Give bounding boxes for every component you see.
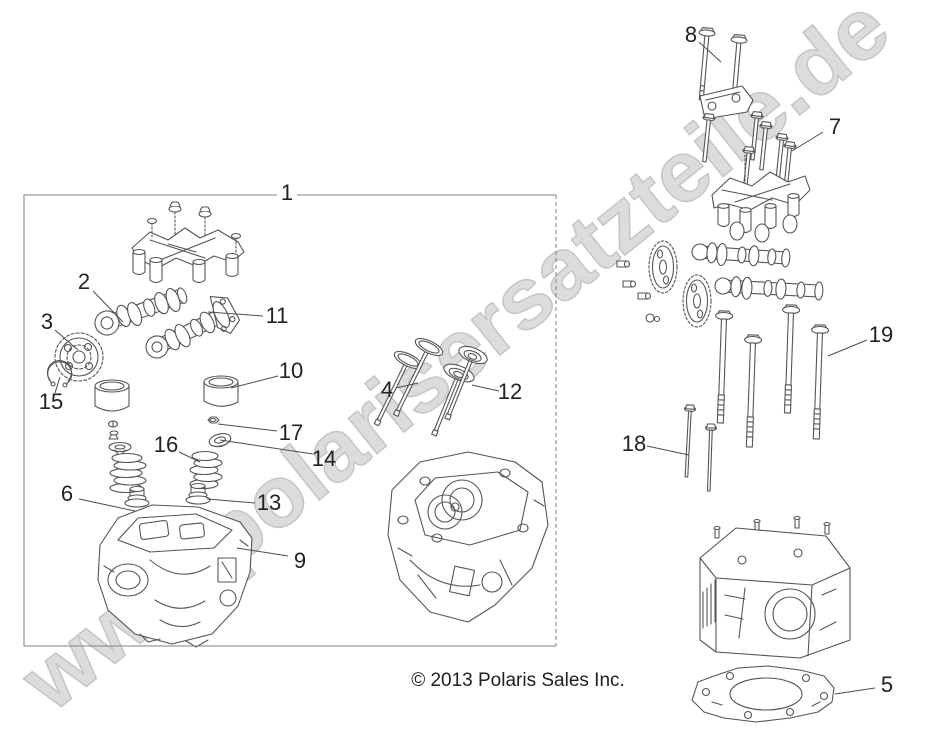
- cylinder-head-bottom-view-drawing: [387, 451, 549, 623]
- bracket-plate-drawing: [699, 85, 754, 120]
- callout-19: 19: [868, 322, 894, 347]
- callout-11: 11: [265, 303, 289, 328]
- callout-9: 9: [293, 548, 307, 573]
- copyright-text: © 2013 Polaris Sales Inc.: [411, 670, 625, 691]
- cam-sprocket-3-drawing: [54, 332, 104, 382]
- valve-spring-left-drawing: [109, 452, 147, 494]
- nut-17-drawing: [207, 416, 220, 424]
- tappet-bucket-10-drawing: [203, 375, 239, 407]
- callout-14: 14: [311, 446, 337, 471]
- callout-12: 12: [497, 379, 523, 404]
- camshaft-11-drawing: [145, 295, 241, 359]
- callout-1: 1: [276, 182, 298, 204]
- callout-2: 2: [77, 269, 91, 294]
- callout-6: 6: [60, 481, 74, 506]
- callout-4: 4: [380, 377, 394, 402]
- valves-12-drawing: [431, 345, 488, 437]
- head-gasket-5-drawing: [691, 665, 835, 723]
- callout-3: 3: [40, 309, 54, 334]
- leader-lines: [54, 41, 876, 695]
- callout-8: 8: [684, 22, 698, 47]
- cylinder-block-drawing: [699, 515, 851, 659]
- tappet-bucket-left-drawing: [94, 379, 130, 412]
- camshaft-carrier-drawing: [131, 201, 245, 284]
- valves-4-drawing: [373, 337, 444, 427]
- valve-spring-16-drawing: [189, 450, 223, 490]
- callout-13: 13: [256, 490, 282, 515]
- callout-16: 16: [153, 432, 179, 457]
- seal-13-drawing: [185, 482, 211, 505]
- camshafts-right-drawing: [616, 240, 824, 328]
- snap-ring-15-drawing: [46, 360, 73, 388]
- camshaft-2-drawing: [94, 287, 188, 336]
- callout-5: 5: [880, 672, 894, 697]
- seal-6-drawing: [124, 485, 150, 508]
- callout-10: 10: [278, 358, 304, 383]
- bolts-19-drawing: [715, 304, 830, 448]
- callout-18: 18: [621, 431, 647, 456]
- camshaft-carrier-right-drawing: [711, 154, 811, 243]
- bolts-7-drawing: [702, 111, 797, 194]
- callout-17: 17: [278, 420, 304, 445]
- cylinder-head-front-drawing: [97, 504, 253, 648]
- valve-keeper-drawing: [107, 420, 132, 458]
- bolts-18-drawing: [683, 404, 718, 492]
- callout-15: 15: [38, 389, 64, 414]
- callout-7: 7: [828, 114, 842, 139]
